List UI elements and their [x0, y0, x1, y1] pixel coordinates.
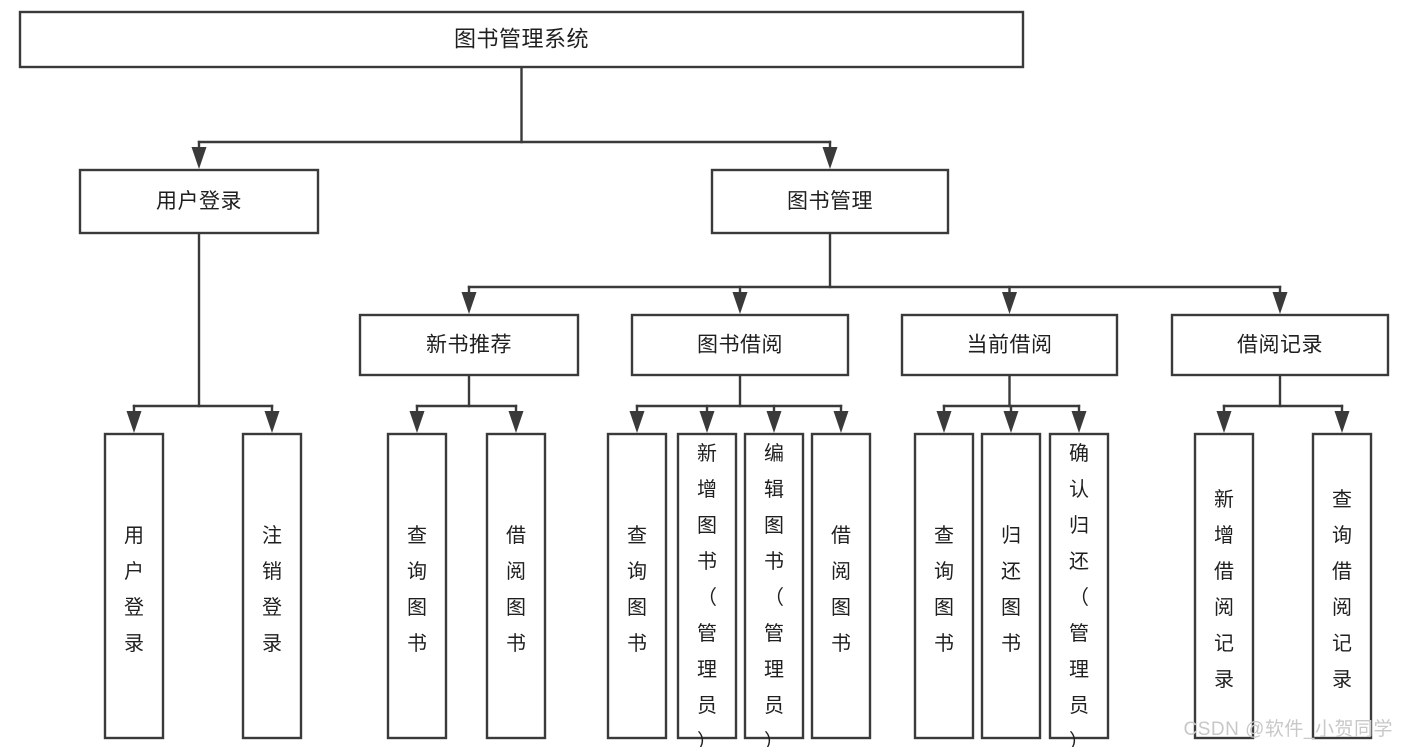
arrow-head-icon: [699, 411, 715, 433]
node-box: [386, 432, 448, 740]
node-leaf-add-book[interactable]: 新增图书（管理员）: [676, 432, 738, 747]
node-label: 用户登录: [124, 525, 144, 655]
arrow-head-icon: [732, 292, 748, 314]
node-leaf-query-book-2[interactable]: 查询图书: [606, 432, 668, 740]
node-borrow-record[interactable]: 借阅记录: [1170, 313, 1390, 377]
node-label: 新书推荐: [426, 334, 512, 357]
arrow-head-icon: [822, 147, 838, 169]
node-box: [103, 432, 165, 740]
node-label: 用户登录: [156, 190, 242, 213]
node-box: [1048, 432, 1110, 740]
node-box: [913, 432, 975, 740]
node-user-login[interactable]: 用户登录: [78, 168, 320, 235]
node-label: 新增图书（管理员）: [697, 442, 717, 747]
node-label: 图书管理: [787, 190, 873, 213]
arrow-head-icon: [461, 292, 477, 314]
node-leaf-add-record[interactable]: 新增借阅记录: [1193, 432, 1255, 740]
node-label: 借阅图书: [831, 524, 851, 655]
node-leaf-user-logout[interactable]: 注销登录: [241, 432, 303, 740]
node-book-borrow[interactable]: 图书借阅: [630, 313, 850, 377]
arrow-head-icon: [629, 411, 645, 433]
node-label: 查询图书: [627, 524, 647, 655]
arrow-head-icon: [766, 411, 782, 433]
nodes-layer: 图书管理系统用户登录图书管理新书推荐图书借阅当前借阅借阅记录用户登录注销登录查询…: [18, 10, 1390, 747]
arrow-head-icon: [191, 147, 207, 169]
node-label: 查询图书: [407, 524, 427, 655]
node-book-manage[interactable]: 图书管理: [710, 168, 950, 235]
arrow-head-icon: [409, 411, 425, 433]
arrow-head-icon: [1071, 411, 1087, 433]
node-box: [1311, 432, 1373, 740]
node-label: 图书借阅: [697, 334, 783, 357]
node-label: 当前借阅: [967, 334, 1053, 357]
node-label: 借阅记录: [1237, 334, 1323, 357]
node-label: 查询图书: [934, 524, 954, 655]
arrow-head-icon: [264, 411, 280, 433]
node-new-book-recommend[interactable]: 新书推荐: [358, 313, 580, 377]
arrow-head-icon: [1002, 292, 1017, 314]
node-box: [485, 432, 547, 740]
node-box: [1170, 313, 1390, 377]
node-box: [710, 168, 950, 235]
node-leaf-borrow-book-2[interactable]: 借阅图书: [810, 432, 872, 740]
node-box: [18, 10, 1025, 69]
connectors-layer: [126, 65, 1350, 433]
node-leaf-query-book-3[interactable]: 查询图书: [913, 432, 975, 740]
node-box: [1193, 432, 1255, 740]
node-box: [630, 313, 850, 377]
node-label: 借阅图书: [506, 524, 526, 655]
node-label: 查询借阅记录: [1332, 488, 1352, 691]
node-current-borrow[interactable]: 当前借阅: [900, 313, 1119, 377]
node-box: [810, 432, 872, 740]
node-box: [900, 313, 1119, 377]
node-leaf-query-record[interactable]: 查询借阅记录: [1311, 432, 1373, 740]
arrow-head-icon: [1216, 411, 1232, 433]
node-box: [676, 432, 738, 740]
arrow-head-icon: [508, 411, 524, 433]
node-leaf-user-login[interactable]: 用户登录: [103, 432, 165, 740]
watermark-label: CSDN @软件_小贺同学: [1183, 719, 1393, 740]
arrow-head-icon: [936, 411, 952, 433]
node-label: 图书管理系统: [454, 26, 589, 51]
node-box: [606, 432, 668, 740]
node-label: 确认归还（管理员）: [1069, 442, 1089, 747]
node-box: [78, 168, 320, 235]
node-root[interactable]: 图书管理系统: [18, 10, 1025, 69]
arrow-head-icon: [126, 411, 142, 433]
node-label: 新增借阅记录: [1214, 488, 1234, 691]
node-box: [980, 432, 1042, 740]
node-leaf-confirm-return[interactable]: 确认归还（管理员）: [1048, 432, 1110, 747]
arrow-head-icon: [1334, 411, 1350, 433]
node-box: [241, 432, 303, 740]
node-leaf-edit-book[interactable]: 编辑图书（管理员）: [743, 432, 805, 747]
arrow-head-icon: [833, 411, 849, 433]
node-box: [743, 432, 805, 740]
arrow-head-icon: [1003, 411, 1019, 433]
node-leaf-query-book-1[interactable]: 查询图书: [386, 432, 448, 740]
node-label: 归还图书: [1001, 524, 1021, 655]
node-leaf-return-book[interactable]: 归还图书: [980, 432, 1042, 740]
node-leaf-borrow-book-1[interactable]: 借阅图书: [485, 432, 547, 740]
node-label: 注销登录: [262, 524, 282, 655]
arrow-head-icon: [1272, 292, 1288, 314]
node-label: 编辑图书（管理员）: [764, 442, 784, 747]
node-box: [358, 313, 580, 377]
